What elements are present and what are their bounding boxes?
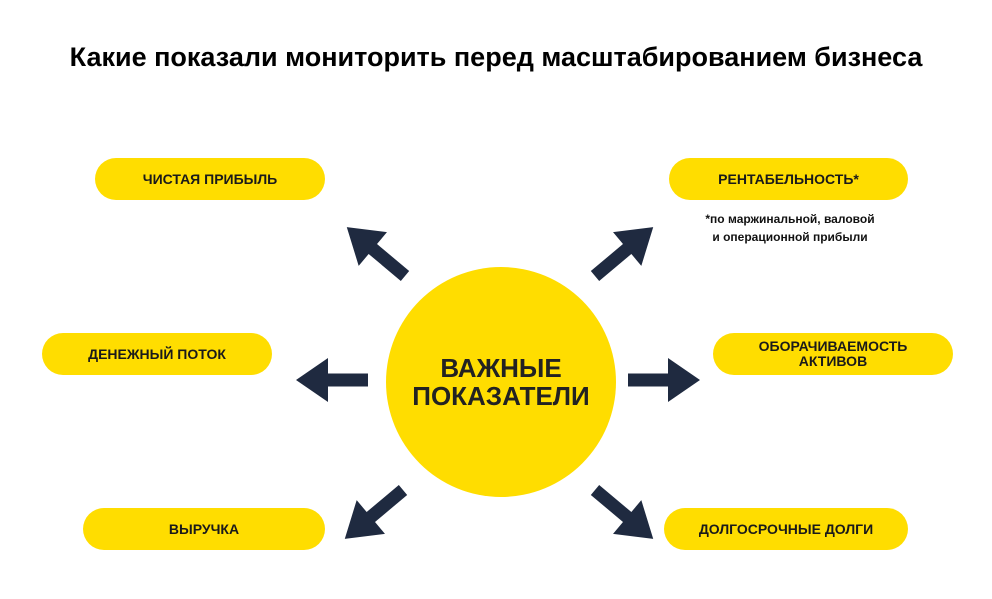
arrow-up-right-icon <box>590 227 654 281</box>
arrow-right-icon <box>628 358 700 402</box>
pill-net-profit: ЧИСТАЯ ПРИБЫЛЬ <box>95 158 325 200</box>
center-line-2: ПОКАЗАТЕЛИ <box>412 381 590 411</box>
arrow-down-left-icon <box>344 485 408 539</box>
pill-profitability: РЕНТАБЕЛЬНОСТЬ* <box>669 158 908 200</box>
pill-asset-turnover: ОБОРАЧИВАЕМОСТЬ АКТИВОВ <box>713 333 953 375</box>
arrow-down-right-icon <box>590 485 654 539</box>
arrow-left-icon <box>296 358 368 402</box>
profitability-label: РЕНТАБЕЛЬНОСТЬ* <box>718 170 859 187</box>
note-line-2: и операционной прибыли <box>712 230 868 244</box>
revenue-label: ВЫРУЧКА <box>168 520 240 537</box>
profitability-note: *по маржинальной, валовой и операционной… <box>680 210 900 246</box>
pill-long-term-debt: ДОЛГОСРОЧНЫЕ ДОЛГИ <box>664 508 908 550</box>
asset-turnover-line-1: ОБОРАЧИВАЕМОСТЬ <box>758 338 908 354</box>
net-profit-label: ЧИСТАЯ ПРИБЫЛЬ <box>142 170 278 187</box>
long-term-debt-label: ДОЛГОСРОЧНЫЕ ДОЛГИ <box>698 520 874 537</box>
pill-revenue: ВЫРУЧКА <box>83 508 325 550</box>
page-title: Какие показали мониторить перед масштаби… <box>69 42 923 72</box>
note-line-1: *по маржинальной, валовой <box>705 212 875 226</box>
asset-turnover-line-2: АКТИВОВ <box>798 353 868 369</box>
pill-cash-flow: ДЕНЕЖНЫЙ ПОТОК <box>42 333 272 375</box>
arrow-up-left-icon <box>346 227 410 281</box>
center-circle: ВАЖНЫЕ ПОКАЗАТЕЛИ <box>386 267 616 497</box>
cash-flow-label: ДЕНЕЖНЫЙ ПОТОК <box>88 345 226 362</box>
center-line-1: ВАЖНЫЕ <box>440 353 562 383</box>
